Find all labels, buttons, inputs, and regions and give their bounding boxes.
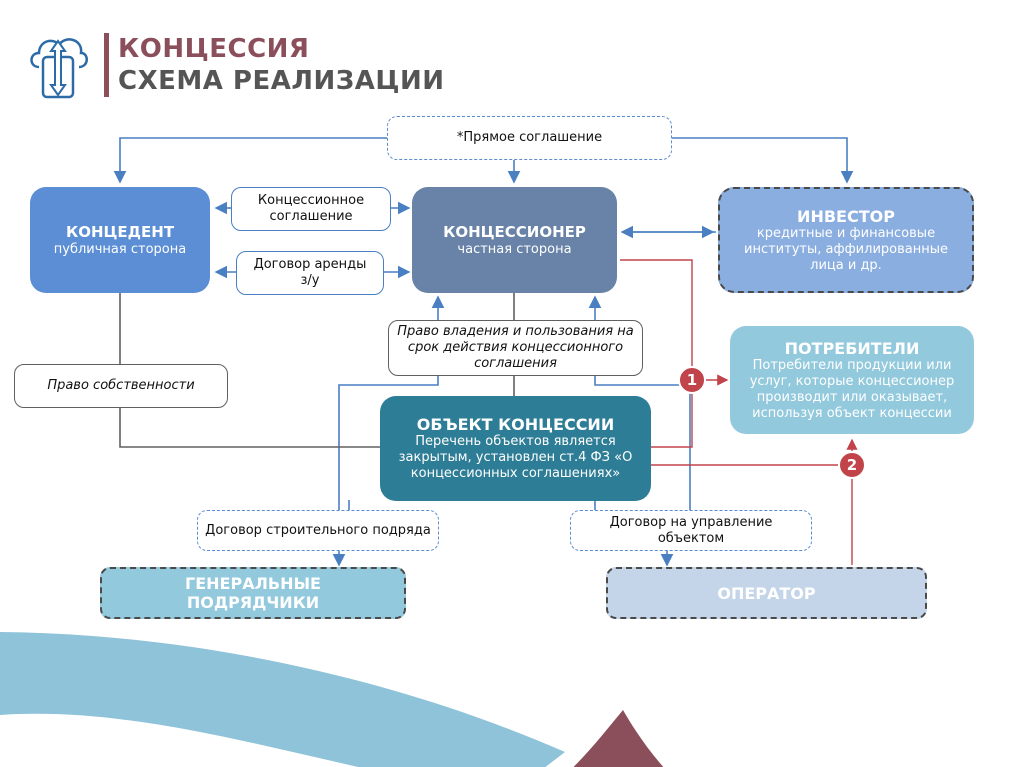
cloud-transfer-icon [30,38,88,99]
concessionaire-subtitle: частная сторона [457,241,572,257]
badge-1: 1 [678,366,706,394]
concessionaire-node: КОНЦЕССИОНЕР частная сторона [412,187,617,293]
object-subtitle: Перечень объектов является закрытым, уст… [398,434,633,481]
general-contractors-node: ГЕНЕРАЛЬНЫЕ ПОДРЯДЧИКИ [100,567,406,619]
concession-object-node: ОБЪЕКТ КОНЦЕССИИ Перечень объектов являе… [380,396,651,501]
consumers-title: ПОТРЕБИТЕЛИ [784,338,920,358]
concession-agreement-label: Концессионное соглашение [231,187,391,231]
investor-subtitle: кредитные и финансовые институты, аффили… [744,225,948,273]
possession-right-label: Право владения и пользования на срок дей… [388,320,643,376]
object-title: ОБЪЕКТ КОНЦЕССИИ [416,415,615,434]
operator-title: ОПЕРАТОР [717,583,816,603]
management-contract-label: Договор на управление объектом [570,510,812,551]
concessionaire-title: КОНЦЕССИОНЕР [443,222,586,241]
construction-contract-label: Договор строительного подряда [197,510,439,551]
operator-node: ОПЕРАТОР [606,567,927,619]
title-accent-bar [104,33,109,97]
page-title: КОНЦЕССИЯ [118,34,310,64]
consumers-subtitle: Потребители продукции или услуг, которые… [749,357,955,421]
contractors-title: ГЕНЕРАЛЬНЫЕ ПОДРЯДЧИКИ [185,574,321,612]
line-ownership-object [119,406,380,448]
page-subtitle: СХЕМА РЕАЛИЗАЦИИ [118,66,445,96]
badge-2: 2 [838,451,866,479]
concedent-title: КОНЦЕДЕНТ [65,222,175,241]
direct-agreement-label: *Прямое соглашение [387,116,672,160]
line-direct-to-concedent [113,137,387,184]
land-lease-label: Договор аренды з/у [236,251,384,295]
ownership-right-label: Право собственности [14,364,228,408]
wave-maroon [573,710,664,767]
investor-title: ИНВЕСТОР [797,206,895,226]
wave-blue [0,632,565,767]
decorative-wave [0,632,664,767]
investor-node: ИНВЕСТОР кредитные и финансовые институт… [718,187,974,293]
consumers-node: ПОТРЕБИТЕЛИ Потребители продукции или ус… [730,326,974,434]
line-red-1 [620,259,693,448]
concedent-subtitle: публичная сторона [53,241,187,257]
concedent-node: КОНЦЕДЕНТ публичная сторона [30,187,210,293]
line-direct-to-investor [672,137,854,184]
